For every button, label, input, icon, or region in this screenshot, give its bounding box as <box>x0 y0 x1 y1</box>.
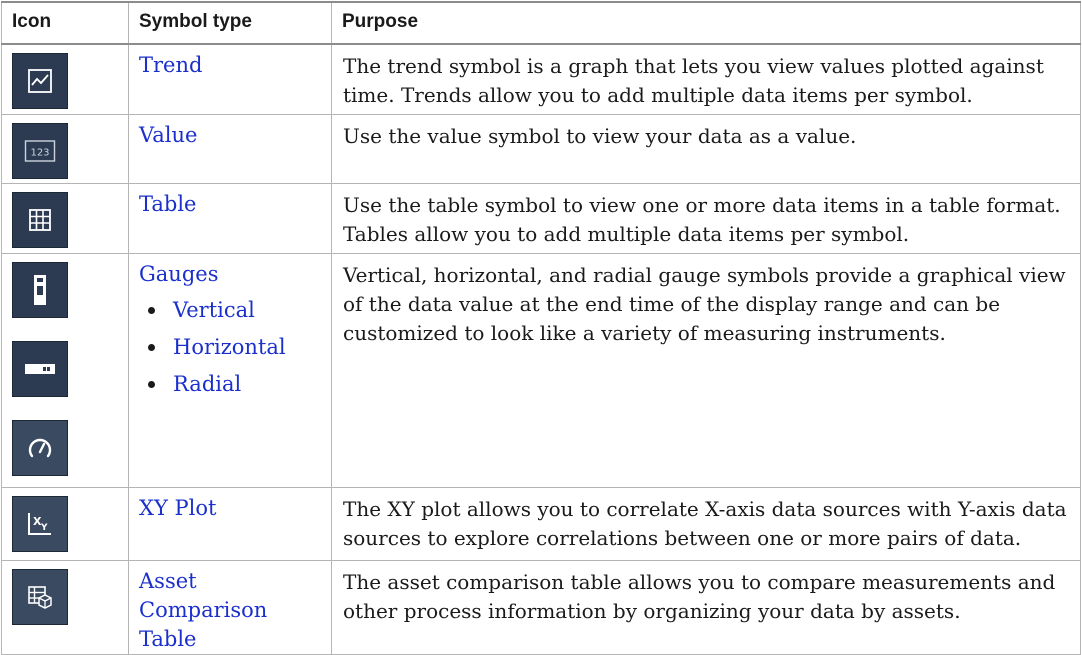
symbol-type-link-value[interactable]: Value <box>139 122 198 147</box>
table-row-xy-plot: X Y XY Plot The XY plot allows you to co… <box>1 486 1081 561</box>
gauge-link-horizontal[interactable]: Horizontal <box>173 334 286 359</box>
gauge-link-vertical[interactable]: Vertical <box>173 297 255 322</box>
purpose-asset-comparison: The asset comparison table allows you to… <box>331 559 1081 655</box>
trend-icon <box>12 53 68 109</box>
purpose-gauges: Vertical, horizontal, and radial gauge s… <box>331 252 1081 488</box>
asset-comparison-table-icon <box>12 568 68 625</box>
table-row-value: 123 Value Use the value symbol to view y… <box>1 113 1081 184</box>
gauge-subtype-list: Vertical Horizontal Radial <box>139 292 331 403</box>
value-icon: 123 <box>12 122 68 179</box>
symbol-type-link-trend[interactable]: Trend <box>139 53 203 77</box>
table-row-table: Table Use the table symbol to view one o… <box>1 182 1081 254</box>
xy-plot-icon: X Y <box>12 495 68 552</box>
asset-comparison-line1: Asset Comparison <box>139 568 268 622</box>
radial-gauge-icon <box>12 419 68 476</box>
gauge-link-radial[interactable]: Radial <box>173 371 242 396</box>
header-symbol-type: Symbol type <box>128 1 332 45</box>
list-item: Vertical <box>148 292 331 329</box>
svg-text:X: X <box>33 515 42 528</box>
symbol-type-link-xy-plot[interactable]: XY Plot <box>139 495 217 520</box>
svg-text:Y: Y <box>40 523 48 533</box>
svg-text:123: 123 <box>30 147 49 158</box>
list-item: Radial <box>148 366 331 403</box>
symbol-type-link-table[interactable]: Table <box>139 191 197 216</box>
table-row-gauges: Gauges Vertical Horizontal Radial Vertic… <box>1 252 1081 488</box>
symbol-type-link-gauges[interactable]: Gauges <box>139 261 219 286</box>
purpose-value: Use the value symbol to view your data a… <box>331 113 1081 184</box>
header-icon: Icon <box>1 1 129 45</box>
table-icon <box>12 191 68 248</box>
vertical-gauge-icon <box>12 261 68 318</box>
purpose-xy-plot: The XY plot allows you to correlate X-ax… <box>331 486 1081 561</box>
purpose-trend: The trend symbol is a graph that lets yo… <box>331 43 1081 115</box>
header-purpose: Purpose <box>331 1 1081 45</box>
list-item: Horizontal <box>148 329 331 366</box>
table-row-trend: Trend The trend symbol is a graph that l… <box>1 43 1081 115</box>
horizontal-gauge-icon <box>12 340 68 397</box>
header-row: Icon Symbol type Purpose <box>1 1 1081 45</box>
asset-comparison-line2: Table <box>139 626 197 651</box>
purpose-table: Use the table symbol to view one or more… <box>331 182 1081 254</box>
